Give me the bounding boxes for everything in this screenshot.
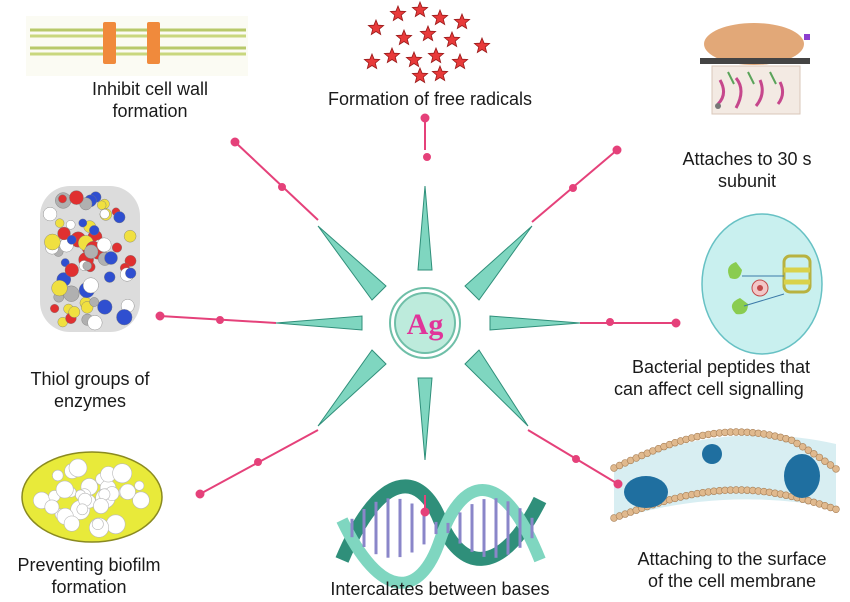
label-signalling-line1: Bacterial peptides that: [631, 357, 811, 377]
star-icon: [473, 36, 491, 54]
label-ribosome: Attaches to 30 s subunit: [652, 148, 842, 192]
label-biofilm: Preventing biofilm formation: [0, 554, 178, 598]
dot-free-radicals: [420, 113, 430, 123]
label-thiol-line2: enzymes: [53, 391, 127, 411]
spike-down: [417, 377, 433, 461]
dot-thiol: [155, 311, 165, 321]
spike-down-right: [464, 349, 529, 427]
star-icon: [431, 64, 449, 82]
spike-up-right: [464, 225, 533, 301]
ribosome-illustration: [700, 23, 810, 115]
star-icon: [419, 24, 437, 42]
dot-ribosome-mid: [569, 184, 577, 192]
dot-cell-wall-mid: [278, 183, 286, 191]
spike-right: [489, 315, 581, 331]
label-signalling: Bacterial peptides that can affect cell …: [606, 356, 850, 400]
dot-cell-wall: [230, 137, 240, 147]
cell-signalling-illustration: [701, 213, 823, 355]
line-to-cell-wall: [234, 141, 319, 221]
dot-membrane: [613, 479, 623, 489]
star-icon: [389, 4, 407, 22]
enzyme-illustration: [40, 186, 140, 332]
dot-signalling-mid: [606, 318, 614, 326]
star-icon: [451, 52, 469, 70]
dot-biofilm: [195, 489, 205, 499]
free-radicals-illustration: [363, 0, 491, 84]
label-membrane-line2: of the cell membrane: [647, 571, 817, 591]
dna-illustration: [335, 479, 547, 589]
dot-dna: [420, 507, 430, 517]
cell-membrane-illustration: [610, 428, 840, 522]
center-node: Ag: [389, 287, 461, 359]
connector-lines: [155, 113, 681, 517]
star-icon: [395, 28, 413, 46]
spike-up: [417, 185, 433, 271]
label-ribosome-line2: subunit: [717, 171, 777, 191]
label-thiol-line1: Thiol groups of: [30, 369, 150, 389]
label-thiol: Thiol groups of enzymes: [0, 368, 180, 412]
star-icon: [431, 8, 449, 26]
biofilm-illustration: [21, 451, 163, 543]
spike-left: [275, 315, 363, 331]
center-label: Ag: [407, 308, 444, 341]
label-membrane: Attaching to the surface of the cell mem…: [614, 548, 850, 592]
label-dna-line1: Intercalates between bases: [330, 579, 550, 599]
label-cell-wall-line1: Inhibit cell wall: [91, 79, 209, 99]
label-ribosome-line1: Attaches to 30 s: [682, 149, 812, 169]
label-signalling-line2: can affect cell signalling: [614, 379, 804, 399]
star-icon: [427, 46, 445, 64]
label-cell-wall-line2: formation: [112, 101, 188, 121]
star-icon: [453, 12, 471, 30]
dot-free-radicals-mid: [423, 153, 431, 161]
spikes: [275, 185, 581, 461]
label-cell-wall: Inhibit cell wall formation: [55, 78, 245, 122]
label-biofilm-line2: formation: [51, 577, 127, 597]
star-icon: [405, 50, 423, 68]
dot-signalling: [671, 318, 681, 328]
label-biofilm-line1: Preventing biofilm: [17, 555, 161, 575]
label-free-radicals: Formation of free radicals: [290, 88, 570, 110]
spike-down-left: [317, 349, 387, 427]
spike-up-left: [317, 225, 387, 301]
star-icon: [367, 18, 385, 36]
star-icon: [363, 52, 381, 70]
cell-wall-illustration: [26, 16, 248, 76]
star-icon: [383, 46, 401, 64]
label-dna: Intercalates between bases: [296, 578, 584, 600]
dot-membrane-mid: [572, 455, 580, 463]
label-membrane-line1: Attaching to the surface: [637, 549, 827, 569]
star-icon: [443, 30, 461, 48]
star-icon: [411, 0, 429, 18]
label-free-radicals-line1: Formation of free radicals: [327, 89, 533, 109]
dot-thiol-mid: [216, 316, 224, 324]
dot-ribosome: [612, 145, 622, 155]
star-icon: [411, 66, 429, 84]
dot-biofilm-mid: [254, 458, 262, 466]
